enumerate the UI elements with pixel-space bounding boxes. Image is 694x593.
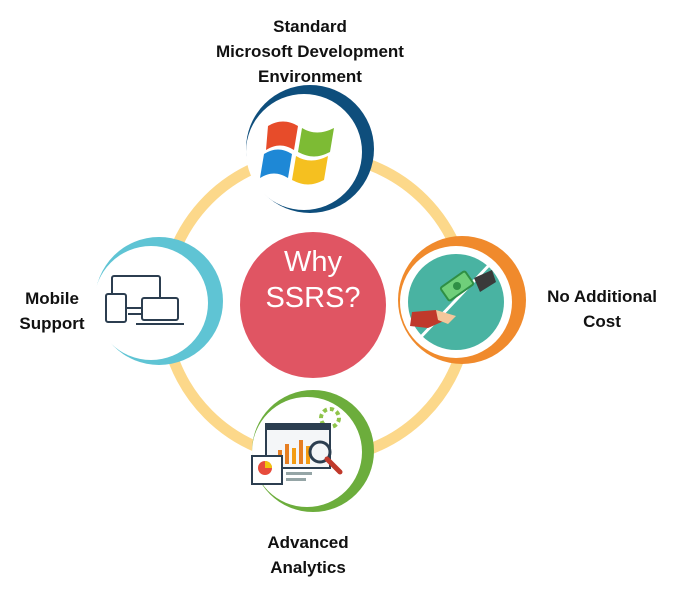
label-right-line2: Cost	[583, 312, 621, 331]
node-right	[398, 236, 526, 364]
center-circle	[240, 232, 386, 378]
label-top-line2: Microsoft Development	[216, 42, 404, 61]
node-bottom	[251, 390, 374, 512]
label-left: Mobile Support	[2, 286, 102, 336]
node-top	[246, 85, 374, 213]
analytics-dashboard-icon	[251, 407, 343, 485]
label-left-line1: Mobile	[25, 289, 79, 308]
devices-icon	[105, 275, 184, 325]
center-title-line1: Why	[284, 246, 342, 278]
label-bottom: Advanced Analytics	[228, 530, 388, 580]
label-top-line1: Standard	[273, 17, 347, 36]
label-right-line1: No Additional	[547, 287, 657, 306]
label-right: No Additional Cost	[524, 284, 680, 334]
center-title: Why SSRS?	[240, 244, 386, 316]
label-bottom-line2: Analytics	[270, 558, 346, 577]
center-title-line2: SSRS?	[265, 282, 361, 314]
label-left-line2: Support	[19, 314, 85, 333]
label-bottom-line1: Advanced	[267, 533, 349, 552]
label-top-line3: Environment	[258, 67, 362, 86]
label-top: Standard Microsoft Development Environme…	[180, 14, 440, 89]
node-left	[94, 237, 223, 365]
windows-logo-icon	[260, 121, 334, 185]
money-handshake-icon	[408, 254, 504, 350]
